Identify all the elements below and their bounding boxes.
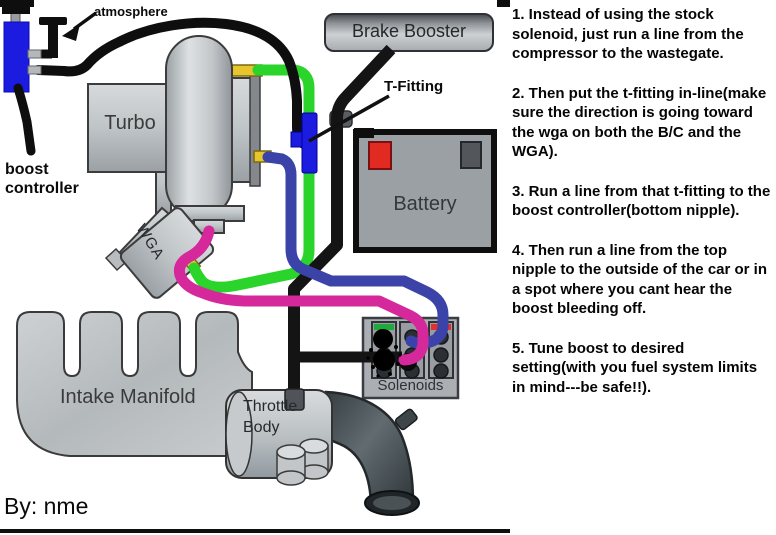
t-fitting-pointer-line: [308, 94, 390, 143]
throttle-body: [225, 389, 333, 486]
scribble-marks: [366, 329, 402, 378]
t-fitting: [290, 112, 318, 174]
brake-booster-body: [324, 13, 494, 52]
green-hose-compressor-to-wga: [188, 64, 315, 293]
throttle-body-ports: [276, 438, 329, 486]
instruction-step-5: 5. Tune boost to desired setting(with yo…: [512, 339, 758, 396]
battery-label: Battery: [393, 193, 457, 215]
boost-controller-vent-hose: [13, 83, 36, 156]
compressor-housing: [87, 83, 181, 173]
battery-terminal-positive: [368, 141, 392, 170]
instruction-step-2: 2. Then put the t-fitting in-line(make s…: [512, 84, 767, 161]
frame-tick-left: [0, 0, 34, 7]
diagram-canvas: [0, 0, 510, 533]
hose-ferrule: [284, 388, 305, 411]
instructions-panel: 1. Instead of using the stock solenoid, …: [512, 5, 772, 417]
instruction-step-3: 3. Run a line from that t-fitting to the…: [512, 182, 771, 220]
turbo-label: Turbo: [104, 112, 156, 134]
boost-controller-label: boost controller: [5, 161, 79, 197]
black-hose-bc-to-tfitting: [33, 17, 311, 150]
throttle-body-label: Throttle Body: [243, 398, 298, 436]
instruction-step-4: 4. Then run a line from the top nipple t…: [512, 241, 768, 318]
instruction-step-1: 1. Instead of using the stock solenoid, …: [512, 6, 744, 62]
frame-tick-right: [497, 0, 510, 7]
turbo-center-housing: [165, 35, 233, 219]
intake-manifold-label: Intake Manifold: [60, 386, 196, 408]
intake-pipe: [324, 390, 420, 516]
t-fitting-label: T-Fitting: [384, 78, 444, 95]
boost-controller-top-nipple: [27, 49, 42, 59]
atmosphere-label: atmosphere: [94, 4, 168, 19]
frame-bottom-line: [0, 529, 510, 533]
pipe-nipple: [394, 408, 418, 431]
battery-terminal-negative: [460, 141, 482, 169]
intake-manifold-body: [16, 311, 253, 457]
magenta-hose-to-solenoids: [173, 225, 429, 366]
battery: [353, 128, 497, 253]
boost-controller-body: [3, 21, 30, 93]
boost-controller-bottom-nipple: [27, 65, 42, 75]
atmosphere-arrow: [62, 11, 98, 41]
solenoid-stripe-green: [374, 324, 394, 330]
boost-controller: [2, 7, 42, 156]
solenoids-label: Solenoids: [377, 377, 444, 394]
turbine-flange-edge: [249, 73, 261, 187]
byline: By: nme: [4, 493, 89, 519]
turbo-assembly: [87, 35, 272, 299]
brake-booster-label: Brake Booster: [351, 21, 467, 41]
